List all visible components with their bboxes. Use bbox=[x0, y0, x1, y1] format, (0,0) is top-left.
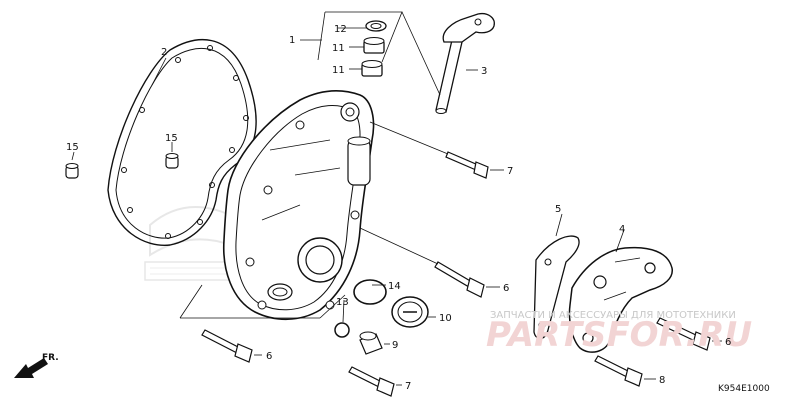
callout-5: 5 bbox=[555, 204, 561, 215]
plug-part-9 bbox=[359, 331, 383, 355]
callout-6-right: 6 bbox=[725, 337, 731, 348]
front-arrow-icon bbox=[14, 358, 48, 378]
front-direction-indicator: FR. bbox=[14, 353, 59, 378]
bolt-part-6-right bbox=[656, 317, 711, 351]
callout-11-lower: 11 bbox=[332, 65, 345, 76]
bolt-part-7-upper bbox=[369, 121, 489, 179]
dowel-pin-15-left bbox=[65, 163, 79, 179]
diagram-code: K954E1000 bbox=[718, 384, 770, 394]
o-ring-part-13 bbox=[334, 322, 350, 338]
front-direction-label: FR. bbox=[42, 353, 59, 363]
gasket-part-5 bbox=[533, 235, 580, 340]
plug-part-10 bbox=[391, 296, 429, 328]
callout-9: 9 bbox=[392, 340, 398, 351]
callout-12: 12 bbox=[334, 24, 347, 35]
bearing-part-11-lower bbox=[361, 60, 383, 77]
bracket-part-4 bbox=[568, 246, 673, 353]
callout-3: 3 bbox=[481, 66, 487, 77]
watermark-logo-text: PARTSFOR.RU bbox=[486, 315, 752, 355]
callout-10: 10 bbox=[439, 313, 452, 324]
callout-8: 8 bbox=[659, 375, 665, 386]
callout-6-middle: 6 bbox=[503, 283, 509, 294]
shaft-part-3 bbox=[401, 11, 495, 114]
bolt-part-6-lower-left bbox=[201, 329, 253, 363]
callout-7-lower: 7 bbox=[405, 381, 411, 392]
callout-11-upper: 11 bbox=[332, 43, 345, 54]
bolt-part-6-middle bbox=[359, 227, 485, 298]
oil-seal-part-12 bbox=[365, 20, 387, 32]
callout-15-gasket: 15 bbox=[165, 133, 178, 144]
callout-2: 2 bbox=[161, 47, 167, 58]
bolt-part-8 bbox=[594, 355, 643, 387]
callout-13: 13 bbox=[336, 297, 349, 308]
callout-leader-lines bbox=[71, 27, 722, 386]
bolt-part-7-lower bbox=[348, 366, 395, 397]
callout-4: 4 bbox=[619, 224, 625, 235]
callout-7-upper: 7 bbox=[507, 166, 513, 177]
callout-1: 1 bbox=[289, 35, 295, 46]
watermark-caption: ЗАПЧАСТИ И АКСЕССУАРЫ ДЛЯ МОТОТЕХНИКИ bbox=[490, 310, 736, 321]
callout-14: 14 bbox=[388, 281, 401, 292]
crankcase-cover-part-1 bbox=[222, 90, 375, 321]
callout-15-left: 15 bbox=[66, 142, 79, 153]
callout-6-lower-left: 6 bbox=[266, 351, 272, 362]
bearing-part-11-upper bbox=[363, 37, 385, 54]
dowel-pin-15-gasket bbox=[165, 153, 179, 169]
o-ring-part-14 bbox=[353, 279, 387, 305]
